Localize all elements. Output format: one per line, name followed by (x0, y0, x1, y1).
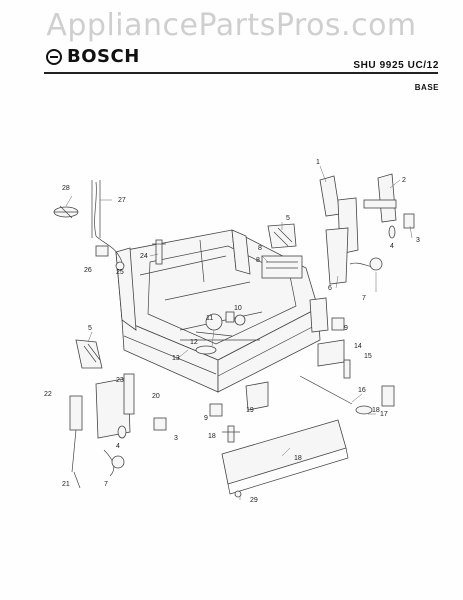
part-label-21: 21 (62, 481, 70, 488)
part-label-19: 19 (246, 407, 254, 414)
part-label-8: 8 (256, 257, 260, 264)
part-label-26: 26 (84, 267, 92, 274)
part-label-9b: 9 (204, 415, 208, 422)
part-label-8b: 8 (258, 245, 262, 252)
part-label-14: 14 (354, 343, 362, 350)
part-label-11: 11 (206, 315, 213, 322)
part-label-5b: 5 (88, 325, 92, 332)
section-title: BASE (414, 83, 439, 92)
part-label-17: 17 (380, 411, 388, 418)
part-label-25: 25 (116, 269, 124, 276)
leader-lines (65, 165, 413, 500)
part-label-28: 28 (62, 185, 70, 192)
part-label-13: 13 (172, 355, 180, 362)
part-label-15: 15 (364, 353, 372, 360)
part-label-6: 6 (328, 285, 332, 292)
part-labels: 1 2 3 4 5 6 7 8 9 10 11 12 13 14 15 16 1… (44, 159, 420, 504)
part-label-7b: 7 (104, 481, 108, 488)
part-label-4: 4 (390, 243, 394, 250)
inner-components (180, 311, 260, 355)
part-label-16: 16 (358, 387, 366, 394)
part-label-5: 5 (286, 215, 290, 222)
part-label-1: 1 (316, 159, 320, 166)
part-label-18c: 18 (372, 407, 380, 414)
part-label-20: 20 (152, 393, 160, 400)
part-label-24: 24 (140, 253, 148, 260)
part-label-12: 12 (190, 339, 198, 346)
part-label-4b: 4 (116, 443, 120, 450)
watermark: AppliancePartsPros.com (46, 8, 417, 43)
hose-assembly (53, 180, 166, 271)
toe-plate-assembly (209, 375, 373, 498)
part-label-27: 27 (118, 197, 126, 204)
right-brackets (261, 173, 415, 407)
part-label-29: 29 (250, 497, 258, 504)
bosch-logo-icon (46, 48, 62, 65)
left-brackets (69, 339, 167, 489)
brand-logo: BOSCH (46, 46, 140, 67)
part-label-18: 18 (294, 455, 302, 462)
brand-name: BOSCH (67, 46, 140, 67)
part-label-2: 2 (402, 177, 406, 184)
part-label-10: 10 (234, 305, 242, 312)
model-number: SHU 9925 UC/12 (353, 60, 439, 71)
part-label-23: 23 (116, 377, 124, 384)
header-rule (44, 72, 438, 74)
part-label-3: 3 (416, 237, 420, 244)
part-label-7: 7 (362, 295, 366, 302)
part-label-9: 9 (344, 325, 348, 332)
part-label-18b: 18 (208, 433, 216, 440)
part-label-3b: 3 (174, 435, 178, 442)
part-label-22: 22 (44, 391, 52, 398)
